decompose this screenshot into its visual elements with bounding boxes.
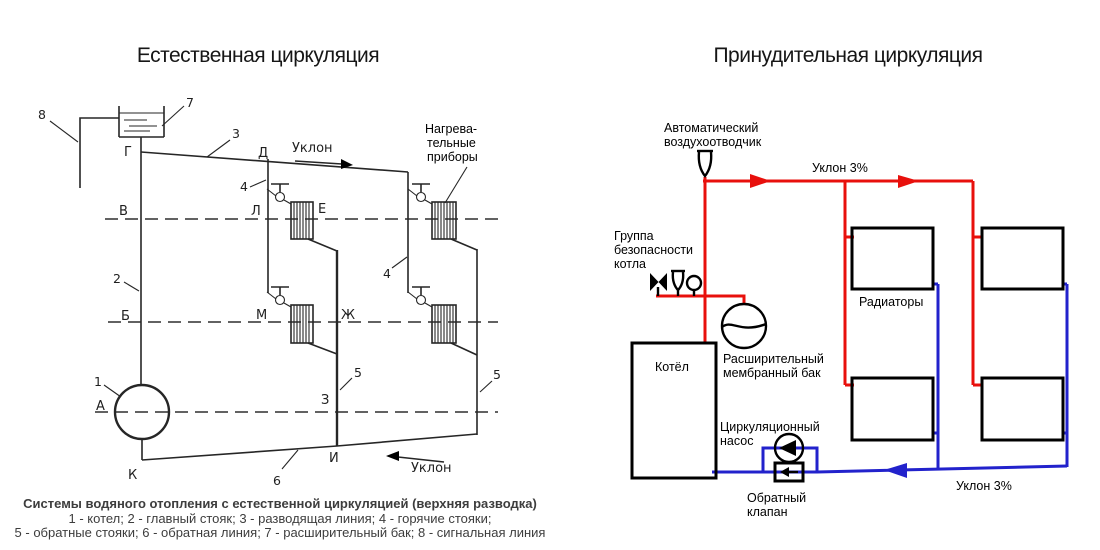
safety-label-2: безопасности: [614, 243, 693, 257]
heaters-label-2: тельные: [427, 136, 476, 150]
caption-legend-1: 1 - котел; 2 - главный стояк; 3 - развод…: [68, 510, 492, 526]
pump-label-1: Циркуляционный: [720, 420, 820, 434]
pointer-6: [281, 449, 299, 470]
supply-arrow-2: [898, 175, 919, 188]
label-5a: 5: [354, 365, 362, 380]
label-1: 1: [94, 374, 102, 389]
label-8: 8: [38, 107, 46, 122]
safety-label-3: котла: [614, 257, 646, 271]
slope-arrow-bottom: [386, 451, 445, 463]
expansion-tank: [118, 106, 165, 138]
radiator-valve-top-right: [407, 183, 433, 205]
right-diagram: Автоматический воздухоотводчик Уклон 3% …: [614, 121, 1069, 519]
point-a: А: [96, 399, 105, 414]
check-valve-label-2: клапан: [747, 505, 788, 519]
shutoff-valve-icon: [650, 273, 667, 291]
air-vent-label-2: воздухоотводчик: [664, 135, 762, 149]
point-g: Г: [124, 145, 132, 160]
signal-line: [79, 117, 119, 188]
slope-bottom-label: Уклон 3%: [956, 479, 1012, 493]
check-valve-icon: [773, 461, 805, 483]
point-l: Л: [251, 204, 261, 219]
slope-arrow-top: [294, 159, 353, 169]
pointer-5b: [479, 380, 493, 393]
radiator-valve-m: [266, 286, 292, 308]
return-link-br: [450, 342, 478, 356]
return-arrow: [884, 463, 907, 478]
pointer-5a: [339, 377, 353, 391]
pump-label-2: насос: [720, 434, 753, 448]
figure-caption: Системы водяного отопления с естественно…: [0, 496, 560, 541]
boiler-label: Котёл: [655, 360, 689, 374]
pointer-8: [49, 120, 79, 143]
tank-pipe: [705, 294, 746, 305]
point-m: М: [256, 308, 267, 323]
distribution-line: [140, 151, 409, 173]
left-diagram: 8 7 3 4 4 1 2 5 5 6 Г Д В Л Е Б М Ж А З …: [38, 95, 501, 488]
slope-label-bottom: Уклон: [411, 461, 452, 476]
air-vent-icon: [697, 149, 713, 178]
pointer-heaters: [444, 166, 468, 204]
label-4b: 4: [383, 266, 391, 281]
pointer-2: [123, 281, 140, 292]
point-v: В: [119, 204, 128, 219]
membrane-tank-icon: [720, 302, 768, 350]
label-6: 6: [273, 473, 281, 488]
label-5b: 5: [493, 367, 501, 382]
pointer-1: [103, 384, 122, 398]
radiator-4: [980, 376, 1065, 442]
safety-label-1: Группа: [614, 229, 654, 243]
radiator-2: [980, 226, 1065, 291]
label-4a: 4: [240, 179, 248, 194]
radiator-bottom-right: [431, 304, 457, 344]
heaters-label-1: Нагрева-: [425, 122, 477, 136]
radiator-valve-bottom-right: [407, 286, 433, 308]
label-2: 2: [113, 271, 121, 286]
boiler-box: [630, 341, 718, 480]
slope-label-top: Уклон: [292, 141, 333, 156]
point-e: Е: [318, 202, 326, 217]
right-diagram-title: Принудительная циркуляция: [713, 44, 983, 67]
radiator-valve-e: [266, 183, 292, 205]
point-b: Б: [121, 309, 130, 324]
point-k: К: [128, 468, 137, 483]
return-line: [141, 433, 478, 461]
point-zh: Ж: [341, 308, 355, 323]
pointer-3: [206, 139, 231, 158]
radiators-label: Радиаторы: [859, 295, 923, 309]
pressure-gauge-icon: [685, 274, 703, 296]
tank-label-2: мембранный бак: [723, 366, 821, 380]
return-link-tr: [450, 238, 478, 251]
radiator-top-right: [431, 201, 457, 240]
air-vent-label-1: Автоматический: [664, 121, 758, 135]
point-d: Д: [258, 146, 268, 161]
slope-top-label: Уклон 3%: [812, 161, 868, 175]
check-valve-label-1: Обратный: [747, 491, 806, 505]
return-link-m: [307, 342, 338, 355]
safety-group-icons: [650, 269, 703, 296]
pointer-4b: [391, 256, 408, 269]
caption-title: Системы водяного отопления с естественно…: [23, 496, 537, 511]
pointer-7: [161, 105, 185, 127]
tank-label-1: Расширительный: [723, 352, 824, 366]
return-link-e: [307, 238, 338, 252]
caption-legend-2: 5 - обратные стояки; 6 - обратная линия;…: [14, 525, 546, 540]
radiator-1: [850, 226, 935, 291]
point-z: З: [321, 393, 329, 408]
supply-arrow-1: [750, 174, 771, 188]
pointer-4a: [249, 179, 267, 188]
radiator-m: [290, 304, 314, 344]
label-7: 7: [186, 95, 194, 110]
point-i: И: [329, 451, 339, 466]
radiator-e: [290, 201, 314, 240]
safety-valve-icon: [671, 269, 685, 296]
left-diagram-title: Естественная циркуляция: [136, 44, 380, 67]
heaters-label-3: приборы: [427, 150, 478, 164]
label-3: 3: [232, 126, 240, 141]
radiator-3: [850, 376, 935, 442]
